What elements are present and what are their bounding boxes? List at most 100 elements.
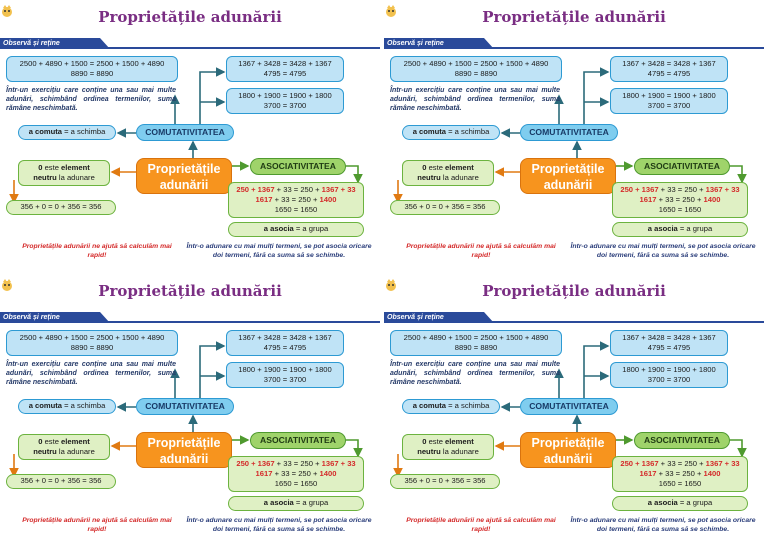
assoc-middle: + 33 = 250 +: [658, 185, 706, 194]
asocia-meaning: = a grupa: [293, 498, 329, 507]
commutativity-label: COMUTATIVITATEA: [136, 124, 234, 141]
asocia-definition: a asocia = a grupa: [228, 222, 364, 237]
comuta-term: a comuta: [28, 401, 63, 410]
commutative-example-1: 2500 + 4890 + 1500 = 2500 + 1500 + 4890 …: [390, 330, 562, 356]
helpful-note: Proprietățile adunării ne ajută să calcu…: [22, 243, 172, 259]
neutru-word: neutru: [33, 173, 57, 182]
element-word: element: [61, 163, 90, 172]
asocia-term: a asocia: [647, 224, 678, 233]
assoc-middle-2: + 33 = 250 +: [656, 195, 704, 204]
neutral-element-box: 0 este element neutru la adunare: [402, 434, 494, 460]
element-word: element: [445, 163, 474, 172]
asocia-term: a asocia: [647, 498, 678, 507]
observe-banner: Observă și reține: [384, 38, 494, 49]
associative-rule-note: Într-o adunare cu mai mulți termeni, se …: [570, 243, 756, 259]
associativity-label: ASOCIATIVITATEA: [634, 432, 730, 449]
comuta-term: a comuta: [412, 401, 447, 410]
associative-rule-note: Într-o adunare cu mai mulți termeni, se …: [186, 517, 372, 533]
central-title-line2: adunării: [543, 452, 593, 466]
neutru-word: neutru: [417, 447, 441, 456]
helpful-note: Proprietățile adunării ne ajută să calcu…: [22, 517, 172, 533]
example-result: 4795 = 4795: [263, 69, 307, 78]
assoc-partial-a: 1617: [255, 469, 273, 478]
comuta-term: a comuta: [412, 127, 447, 136]
header-rule: [384, 312, 764, 323]
example-equation: 1800 + 1900 = 1900 + 1800: [238, 91, 332, 100]
assoc-group-b: 1367 + 33: [321, 459, 356, 468]
header-rule: [0, 312, 380, 323]
associative-example: 250 + 1367 + 33 = 250 + 1367 + 33 1617 +…: [612, 182, 748, 218]
mascot-icon: [0, 278, 14, 292]
example-result: 4795 = 4795: [263, 343, 307, 352]
neutral-example: 356 + 0 = 0 + 356 = 356: [390, 474, 500, 489]
mascot-icon: [384, 278, 398, 292]
assoc-result: 1650 = 1650: [274, 205, 318, 214]
example-result: 8890 = 8890: [70, 343, 114, 352]
central-title-line1: Proprietățile: [531, 162, 605, 176]
assoc-partial-b: 1400: [703, 469, 721, 478]
asocia-meaning: = a grupa: [293, 224, 329, 233]
asocia-definition: a asocia = a grupa: [612, 496, 748, 511]
page-title: Proprietățile adunării: [98, 282, 282, 300]
neutral-rest: la adunare: [440, 173, 479, 182]
associativity-label: ASOCIATIVITATEA: [250, 432, 346, 449]
central-title-line1: Proprietățile: [531, 436, 605, 450]
associative-example: 250 + 1367 + 33 = 250 + 1367 + 33 1617 +…: [228, 182, 364, 218]
comuta-definition: a comuta = a schimba: [18, 399, 116, 414]
assoc-middle-2: + 33 = 250 +: [656, 469, 704, 478]
assoc-group-a: 250 + 1367: [236, 459, 275, 468]
example-result: 3700 = 3700: [647, 101, 691, 110]
associative-rule-note: Într-o adunare cu mai mulți termeni, se …: [570, 517, 756, 533]
connector-arrows: [9, 67, 363, 204]
comuta-definition: a comuta = a schimba: [18, 125, 116, 140]
element-word: element: [445, 437, 474, 446]
associative-example: 250 + 1367 + 33 = 250 + 1367 + 33 1617 +…: [228, 456, 364, 492]
example-equation: 1367 + 3428 = 3428 + 1367: [238, 59, 332, 68]
mascot-icon: [384, 4, 398, 18]
assoc-partial-b: 1400: [703, 195, 721, 204]
asocia-definition: a asocia = a grupa: [228, 496, 364, 511]
neutral-text: este: [426, 437, 446, 446]
assoc-partial-a: 1617: [639, 469, 657, 478]
neutral-text: este: [42, 437, 62, 446]
commutative-example-3: 1800 + 1900 = 1900 + 1800 3700 = 3700: [226, 362, 344, 388]
assoc-result: 1650 = 1650: [274, 479, 318, 488]
assoc-group-a: 250 + 1367: [620, 459, 659, 468]
commutative-example-2: 1367 + 3428 = 3428 + 1367 4795 = 4795: [610, 56, 728, 82]
commutative-example-1: 2500 + 4890 + 1500 = 2500 + 1500 + 4890 …: [6, 330, 178, 356]
assoc-group-a: 250 + 1367: [620, 185, 659, 194]
assoc-result: 1650 = 1650: [658, 479, 702, 488]
associativity-label: ASOCIATIVITATEA: [250, 158, 346, 175]
page-title: Proprietățile adunării: [98, 8, 282, 26]
helpful-note: Proprietățile adunării ne ajută să calcu…: [406, 517, 556, 533]
neutral-rest: la adunare: [56, 447, 95, 456]
observe-banner: Observă și reține: [0, 312, 110, 323]
asocia-meaning: = a grupa: [677, 224, 713, 233]
commutative-explanation: Într-un exercițiu care conține una sau m…: [6, 87, 176, 112]
comuta-term: a comuta: [28, 127, 63, 136]
commutative-explanation: Într-un exercițiu care conține una sau m…: [390, 87, 560, 112]
commutative-example-1: 2500 + 4890 + 1500 = 2500 + 1500 + 4890 …: [390, 56, 562, 82]
asocia-definition: a asocia = a grupa: [612, 222, 748, 237]
central-title-line2: adunării: [159, 178, 209, 192]
example-result: 3700 = 3700: [263, 101, 307, 110]
example-result: 3700 = 3700: [263, 375, 307, 384]
example-equation: 1800 + 1900 = 1900 + 1800: [622, 91, 716, 100]
helpful-note: Proprietățile adunării ne ajută să calcu…: [406, 243, 556, 259]
assoc-group-b: 1367 + 33: [321, 185, 356, 194]
commutative-explanation: Într-un exercițiu care conține una sau m…: [390, 361, 560, 386]
example-result: 8890 = 8890: [454, 69, 498, 78]
infographic-panel-bottom-right: Proprietățile adunării Observă și reține…: [384, 274, 764, 543]
central-topic: Proprietățile adunării: [520, 158, 616, 194]
assoc-partial-a: 1617: [255, 195, 273, 204]
commutative-example-2: 1367 + 3428 = 3428 + 1367 4795 = 4795: [610, 330, 728, 356]
example-equation: 2500 + 4890 + 1500 = 2500 + 1500 + 4890: [403, 333, 549, 342]
element-word: element: [61, 437, 90, 446]
mascot-icon: [0, 4, 14, 18]
assoc-group-a: 250 + 1367: [236, 185, 275, 194]
commutativity-label: COMUTATIVITATEA: [520, 398, 618, 415]
observe-banner: Observă și reține: [384, 312, 494, 323]
assoc-partial-b: 1400: [319, 469, 337, 478]
example-equation: 1800 + 1900 = 1900 + 1800: [622, 365, 716, 374]
example-result: 8890 = 8890: [454, 343, 498, 352]
